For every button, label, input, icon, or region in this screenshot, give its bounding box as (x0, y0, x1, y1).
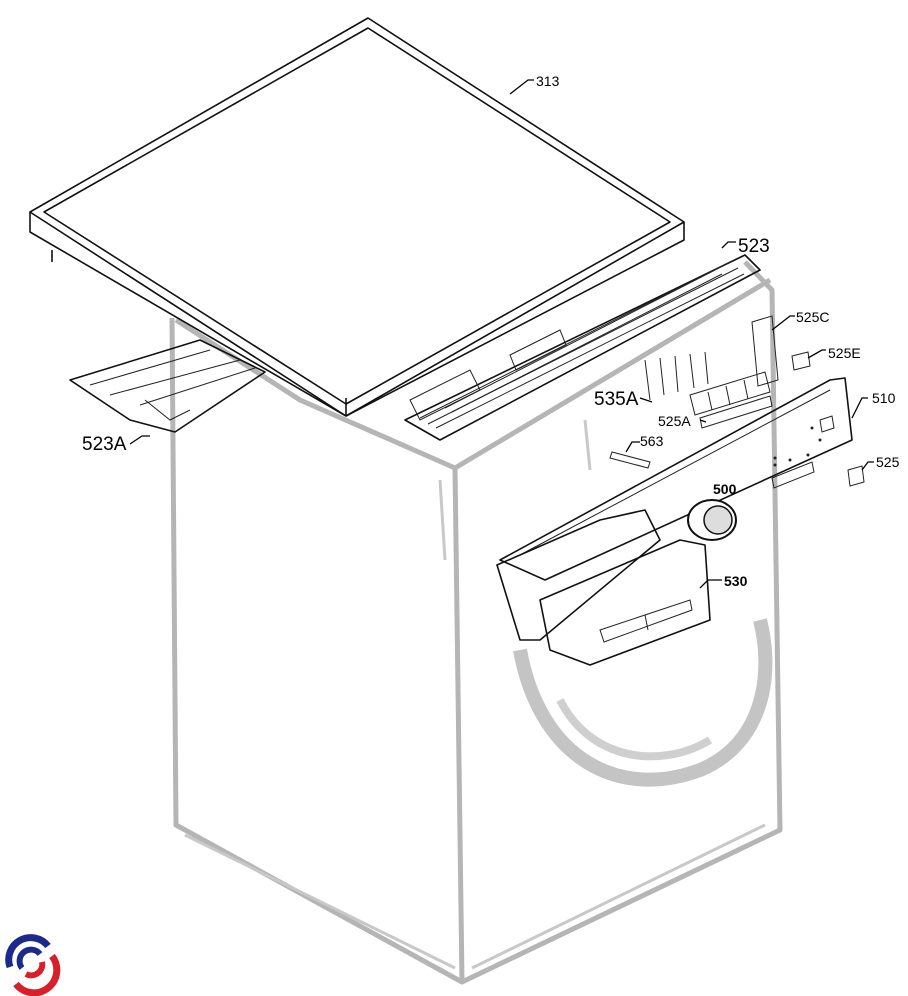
rail-523 (404, 254, 761, 441)
label-523a: 523A (82, 434, 127, 455)
label-535a: 535A (594, 389, 639, 410)
label-525c: 525C (796, 309, 829, 325)
label-500: 500 (713, 481, 737, 497)
label-525e: 525E (828, 345, 861, 361)
lid-313 (29, 17, 685, 417)
label-525: 525 (876, 454, 900, 470)
label-525a: 525A (658, 413, 691, 429)
label-563: 563 (640, 433, 664, 449)
label-313: 313 (536, 73, 560, 89)
small-parts (609, 315, 865, 487)
leader-lines (129, 79, 874, 589)
control-panel-510 (499, 377, 853, 581)
cabinet (169, 260, 783, 985)
knob-500 (687, 499, 737, 541)
rail-523a (69, 339, 266, 433)
label-523: 523 (738, 236, 770, 257)
brand-logo (5, 934, 61, 996)
label-530: 530 (724, 573, 748, 589)
dispenser-drawer-530 (496, 509, 711, 666)
label-510: 510 (872, 390, 896, 406)
